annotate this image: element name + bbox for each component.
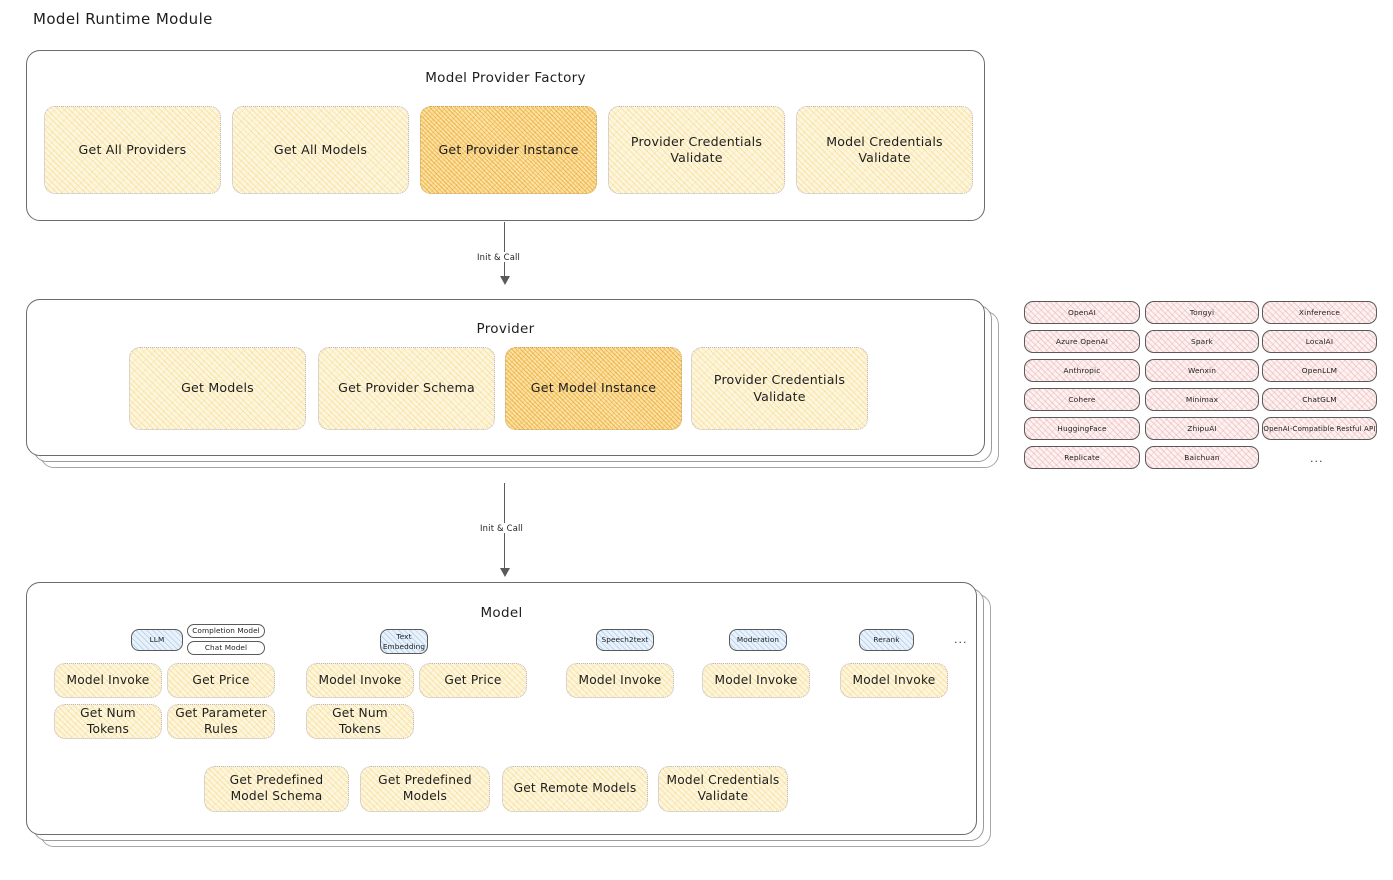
provider-chip-wenxin[interactable]: Wenxin [1145,359,1259,382]
provider-chip-minimax[interactable]: Minimax [1145,388,1259,411]
text-embedding-op-get-price[interactable]: Get Price [419,663,527,698]
factory-op-model-credentials-validate[interactable]: Model Credentials Validate [796,106,973,194]
model-title: Model [480,605,523,621]
model-type-chip-moderation[interactable]: Moderation [729,629,787,651]
model-op-get-predefined-models[interactable]: Get Predefined Models [360,766,490,812]
model-op-get-remote-models[interactable]: Get Remote Models [502,766,648,812]
provider-op-get-models[interactable]: Get Models [129,347,306,430]
provider-chip-replicate[interactable]: Replicate [1024,446,1140,469]
factory-op-provider-credentials-validate[interactable]: Provider Credentials Validate [608,106,785,194]
provider-op-get-model-instance[interactable]: Get Model Instance [505,347,682,430]
factory-op-get-all-models[interactable]: Get All Models [232,106,409,194]
model-provider-factory-panel: Model Provider Factory Get All Providers… [26,50,985,221]
model-op-model-credentials-validate[interactable]: Model Credentials Validate [658,766,788,812]
provider-chip-azure-openai[interactable]: Azure OpenAI [1024,330,1140,353]
model-type-chip-llm[interactable]: LLM [131,629,183,651]
llm-op-get-num-tokens[interactable]: Get Num Tokens [54,704,162,739]
model-type-chip-rerank[interactable]: Rerank [859,629,914,651]
model-panel: Model LLM Completion Model Chat Model Mo… [26,582,977,835]
connector-factory-to-provider-label: Init & Call [474,252,524,262]
model-provider-factory-title: Model Provider Factory [425,70,586,86]
factory-op-get-provider-instance[interactable]: Get Provider Instance [420,106,597,194]
provider-chip-xinference[interactable]: Xinference [1262,301,1377,324]
rerank-op-model-invoke[interactable]: Model Invoke [840,663,948,698]
connector-provider-to-model-label: Init & Call [477,523,527,533]
provider-chip-localai[interactable]: LocalAI [1262,330,1377,353]
speech2text-op-model-invoke[interactable]: Model Invoke [566,663,674,698]
moderation-op-model-invoke[interactable]: Model Invoke [702,663,810,698]
model-subtype-chip-completion-model[interactable]: Completion Model [187,624,265,638]
factory-op-get-all-providers[interactable]: Get All Providers [44,106,221,194]
model-types-more-ellipsis: ... [954,633,968,646]
provider-chip-zhipuai[interactable]: ZhipuAI [1145,417,1259,440]
llm-op-model-invoke[interactable]: Model Invoke [54,663,162,698]
model-type-chip-speech2text[interactable]: Speech2text [596,629,654,651]
connector-factory-to-provider-arrowhead [500,276,510,285]
provider-chip-cohere[interactable]: Cohere [1024,388,1140,411]
provider-chip-openllm[interactable]: OpenLLM [1262,359,1377,382]
provider-panel: Provider Get Models Get Provider Schema … [26,299,985,456]
provider-chip-huggingface[interactable]: HuggingFace [1024,417,1140,440]
page-title: Model Runtime Module [33,10,213,28]
model-subtype-chip-chat-model[interactable]: Chat Model [187,641,265,655]
provider-title: Provider [476,321,535,337]
model-type-chip-text-embedding[interactable]: Text Embedding [380,629,428,654]
provider-chip-chatglm[interactable]: ChatGLM [1262,388,1377,411]
provider-chip-tongyi[interactable]: Tongyi [1145,301,1259,324]
provider-op-provider-credentials-validate[interactable]: Provider Credentials Validate [691,347,868,430]
provider-op-get-provider-schema[interactable]: Get Provider Schema [318,347,495,430]
text-embedding-op-model-invoke[interactable]: Model Invoke [306,663,414,698]
connector-provider-to-model-arrowhead [500,568,510,577]
text-embedding-op-get-num-tokens[interactable]: Get Num Tokens [306,704,414,739]
provider-chip-openai[interactable]: OpenAI [1024,301,1140,324]
model-op-get-predefined-model-schema[interactable]: Get Predefined Model Schema [204,766,349,812]
provider-chip-anthropic[interactable]: Anthropic [1024,359,1140,382]
llm-op-get-parameter-rules[interactable]: Get Parameter Rules [167,704,275,739]
provider-chip-openai-compatible-restful-api[interactable]: OpenAI-Compatible Restful API [1262,417,1377,440]
provider-list-more-ellipsis: ... [1310,452,1324,465]
provider-chip-spark[interactable]: Spark [1145,330,1259,353]
llm-op-get-price[interactable]: Get Price [167,663,275,698]
provider-chip-baichuan[interactable]: Baichuan [1145,446,1259,469]
